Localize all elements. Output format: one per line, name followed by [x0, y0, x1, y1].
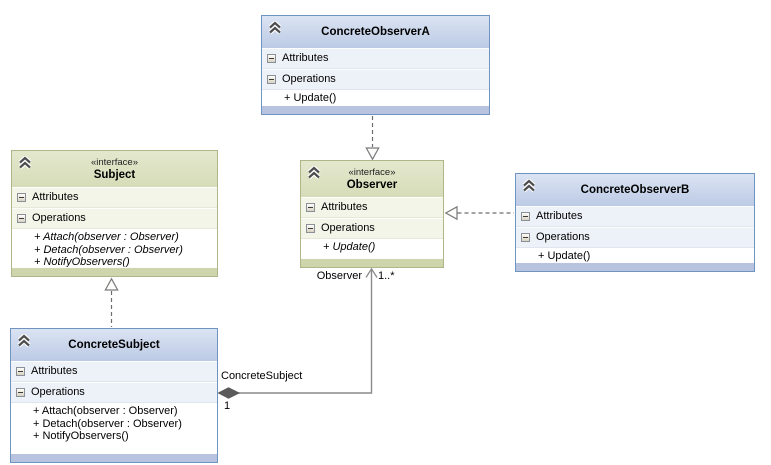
operation-item[interactable]: + Detach(observer : Observer) — [34, 243, 183, 256]
class-title: ConcreteObserverB — [580, 184, 690, 196]
class-concretesubject[interactable]: ConcreteSubject Attributes Operations + … — [10, 328, 218, 463]
attributes-label: Attributes — [282, 52, 329, 64]
operations-label: Operations — [536, 231, 590, 243]
class-observer-header: «interface» Observer — [301, 161, 443, 197]
attributes-label: Attributes — [536, 210, 583, 222]
collapse-chevron-icon[interactable] — [16, 332, 32, 348]
collapse-minus-icon[interactable] — [16, 388, 25, 397]
operations-section-row[interactable]: Operations — [262, 69, 489, 90]
operation-item[interactable]: + Update() — [284, 92, 337, 104]
operations-list: + Attach(observer : Observer) + Detach(o… — [12, 229, 217, 267]
collapse-minus-icon[interactable] — [521, 212, 530, 221]
association-target-multiplicity-label: 1..* — [378, 270, 395, 282]
collapse-minus-icon[interactable] — [306, 203, 315, 212]
attributes-section-row[interactable]: Attributes — [262, 48, 489, 69]
collapse-minus-icon[interactable] — [267, 54, 276, 63]
attributes-section-row[interactable]: Attributes — [301, 197, 443, 218]
class-concreteobserverb[interactable]: ConcreteObserverB Attributes Operations … — [515, 173, 755, 272]
class-title: ConcreteObserverA — [321, 26, 430, 38]
operations-section-row[interactable]: Operations — [11, 382, 217, 403]
collapse-chevron-icon[interactable] — [521, 177, 537, 193]
class-concretesubject-header: ConcreteSubject — [11, 329, 217, 361]
class-footer-strip — [11, 453, 217, 462]
class-footer-strip — [12, 267, 217, 276]
stereotype-label: «interface» — [348, 166, 396, 178]
operations-list: + Attach(observer : Observer) + Detach(o… — [11, 403, 217, 453]
attributes-label: Attributes — [32, 191, 79, 203]
class-concreteobservera[interactable]: ConcreteObserverA Attributes Operations … — [261, 15, 490, 115]
operations-label: Operations — [282, 73, 336, 85]
realization-concretesubject-subject — [104, 277, 119, 327]
attributes-section-row[interactable]: Attributes — [11, 361, 217, 382]
operations-label: Operations — [32, 212, 86, 224]
operations-list: + Update() — [516, 248, 754, 262]
class-observer[interactable]: «interface» Observer Attributes Operatio… — [300, 160, 444, 268]
operation-item[interactable]: + Attach(observer : Observer) — [34, 231, 179, 243]
operation-item[interactable]: + NotifyObservers() — [34, 256, 130, 267]
operations-list: + Update() — [301, 239, 443, 258]
class-title: Subject — [93, 168, 136, 181]
attributes-label: Attributes — [321, 201, 368, 213]
class-title: ConcreteSubject — [68, 339, 160, 351]
class-footer-strip — [516, 262, 754, 271]
operations-section-row[interactable]: Operations — [516, 227, 754, 248]
operation-item[interactable]: + NotifyObservers() — [33, 430, 129, 442]
collapse-chevron-icon[interactable] — [17, 154, 33, 170]
operation-item[interactable]: + Update() — [538, 250, 591, 262]
association-source-role-label: ConcreteSubject — [221, 370, 303, 382]
operation-item[interactable]: + Attach(observer : Observer) — [33, 405, 178, 417]
operation-item[interactable]: + Update() — [323, 241, 376, 253]
operations-section-row[interactable]: Operations — [301, 218, 443, 239]
operations-list: + Update() — [262, 90, 489, 105]
collapse-minus-icon[interactable] — [17, 193, 26, 202]
collapse-minus-icon[interactable] — [306, 224, 315, 233]
attributes-section-row[interactable]: Attributes — [516, 206, 754, 227]
class-footer-strip — [301, 258, 443, 267]
collapse-minus-icon[interactable] — [267, 75, 276, 84]
collapse-minus-icon[interactable] — [17, 214, 26, 223]
association-target-role-label: Observer — [316, 270, 362, 282]
collapse-minus-icon[interactable] — [16, 367, 25, 376]
realization-concreteobservera-observer — [365, 116, 380, 161]
attributes-section-row[interactable]: Attributes — [12, 187, 217, 208]
association-source-multiplicity-label: 1 — [224, 400, 231, 412]
operations-label: Operations — [321, 222, 375, 234]
class-title: Observer — [346, 178, 398, 191]
collapse-chevron-icon[interactable] — [267, 19, 283, 35]
stereotype-label: «interface» — [90, 156, 138, 168]
class-concreteobservera-header: ConcreteObserverA — [262, 16, 489, 48]
operations-section-row[interactable]: Operations — [12, 208, 217, 229]
realization-concreteobserverb-observer — [444, 205, 514, 221]
class-concreteobserverb-header: ConcreteObserverB — [516, 174, 754, 206]
class-footer-strip — [262, 105, 489, 114]
collapse-minus-icon[interactable] — [521, 233, 530, 242]
attributes-label: Attributes — [31, 365, 78, 377]
operations-label: Operations — [31, 386, 85, 398]
class-subject-header: «interface» Subject — [12, 151, 217, 187]
class-subject[interactable]: «interface» Subject Attributes Operation… — [11, 150, 218, 277]
collapse-chevron-icon[interactable] — [306, 164, 322, 180]
operation-item[interactable]: + Detach(observer : Observer) — [33, 417, 182, 430]
